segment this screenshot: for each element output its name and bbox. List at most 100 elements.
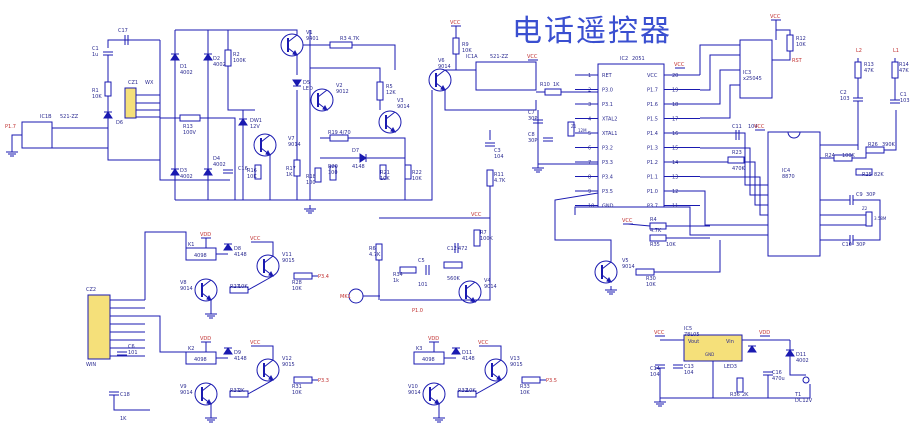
component-label: R30 [646, 276, 656, 282]
resistor [443, 261, 463, 269]
component-label: 10K [412, 176, 422, 182]
component-label: 4.7K [494, 178, 506, 184]
component-label: DC12V [795, 398, 813, 404]
diode [785, 349, 795, 357]
component-label: R1 [92, 88, 99, 94]
wire [700, 54, 740, 91]
wire [352, 44, 396, 70]
component-label: 10K [462, 48, 472, 54]
component-label: 14 [672, 160, 678, 166]
component-label: C11 [732, 124, 742, 130]
component-label: P1.6 [647, 102, 658, 108]
component-label: R13 [864, 62, 874, 68]
resistor [457, 390, 477, 398]
transistor-arrow [268, 375, 274, 381]
component-label: 4148 [234, 252, 247, 258]
component-label: 103 [900, 98, 910, 104]
component-label: 9014 [484, 284, 497, 290]
ic4-8870 [767, 131, 821, 257]
component-label: D8 [234, 246, 241, 252]
wire [380, 186, 491, 301]
component-label: 5 [588, 131, 591, 137]
resistor [452, 37, 460, 55]
transistor-collector [260, 134, 271, 143]
component-label: WIN [86, 362, 96, 368]
component-label: V10 [408, 384, 418, 390]
component-label: 18 [672, 102, 678, 108]
resistor [854, 61, 862, 79]
component-label: 104 [494, 154, 504, 160]
component-label: 1K [286, 172, 293, 178]
component-label: 521-ZZ [490, 54, 509, 60]
component-label: Vin [726, 339, 734, 345]
wire [113, 395, 150, 411]
wire [240, 29, 298, 35]
component-label: CZ2 [86, 287, 96, 293]
diode [223, 243, 233, 251]
resistor [104, 81, 112, 97]
component-label: R23 [732, 150, 742, 156]
component-label: 4.7K [369, 252, 381, 258]
wire [256, 241, 274, 256]
component-label: 2 [588, 88, 591, 94]
component-label: D11 [462, 350, 472, 356]
resistor [399, 266, 417, 274]
component-label: 2K [742, 392, 749, 398]
component-label: 15 [672, 146, 678, 152]
component-label: V7 [288, 136, 295, 142]
diode [223, 347, 233, 355]
component-label: C1 [92, 46, 99, 52]
component-label: T1 [794, 392, 801, 398]
component-label: 47K [864, 68, 874, 74]
component-label: 9015 [282, 362, 295, 368]
component-label: R5 [386, 84, 393, 90]
component-label: 16 [672, 131, 678, 137]
component-label: 10K [92, 94, 102, 100]
microphone-mk1 [348, 288, 364, 304]
component-label: R20 [328, 164, 338, 170]
resistor [379, 164, 387, 180]
transistor-arrow [390, 127, 396, 133]
component-label: IC3 [743, 70, 751, 76]
transistor-arrow [470, 297, 476, 303]
component-label: MK1 [340, 294, 351, 300]
component-label: R17 [286, 166, 296, 172]
transistor-v13 [484, 358, 508, 382]
connector-cz1 [124, 87, 137, 119]
component-label: V4 [484, 278, 491, 284]
transistor-arrow [268, 271, 274, 277]
component-label: C16 [238, 166, 248, 172]
diode [451, 347, 461, 355]
component-label: 9014 [622, 264, 635, 270]
component-label: 9014 [180, 390, 193, 396]
transistor-collector [465, 281, 476, 290]
wire [772, 51, 791, 61]
component-label: V13 [510, 356, 520, 362]
resistor [314, 167, 322, 183]
component-label: P1.0 [647, 189, 658, 195]
component-label: VDD [759, 330, 770, 336]
component-label: 10K [646, 282, 656, 288]
component-label: C7 [528, 110, 535, 116]
component-label: VCC [770, 14, 781, 20]
transistor-collector [263, 359, 274, 368]
wire [700, 147, 768, 196]
component-label: 9014 [288, 142, 301, 148]
diode [103, 111, 113, 119]
component-label: IC1B [40, 114, 52, 120]
component-label: C9 [856, 192, 863, 198]
diode [203, 53, 213, 61]
component-label: C3 [494, 148, 501, 154]
component-label: K3 [416, 346, 422, 352]
component-label: R31 [292, 384, 302, 390]
wire [654, 240, 721, 273]
component-label: R27 [230, 284, 240, 290]
component-label: 12 [672, 189, 678, 195]
resistor [486, 169, 494, 187]
component-label: D6 [116, 120, 123, 126]
component-label: 12M [578, 128, 587, 133]
component-label: 4002 [213, 162, 226, 168]
component-label: 30P [528, 116, 537, 122]
wire [310, 67, 381, 82]
transistor-collector [491, 359, 502, 368]
